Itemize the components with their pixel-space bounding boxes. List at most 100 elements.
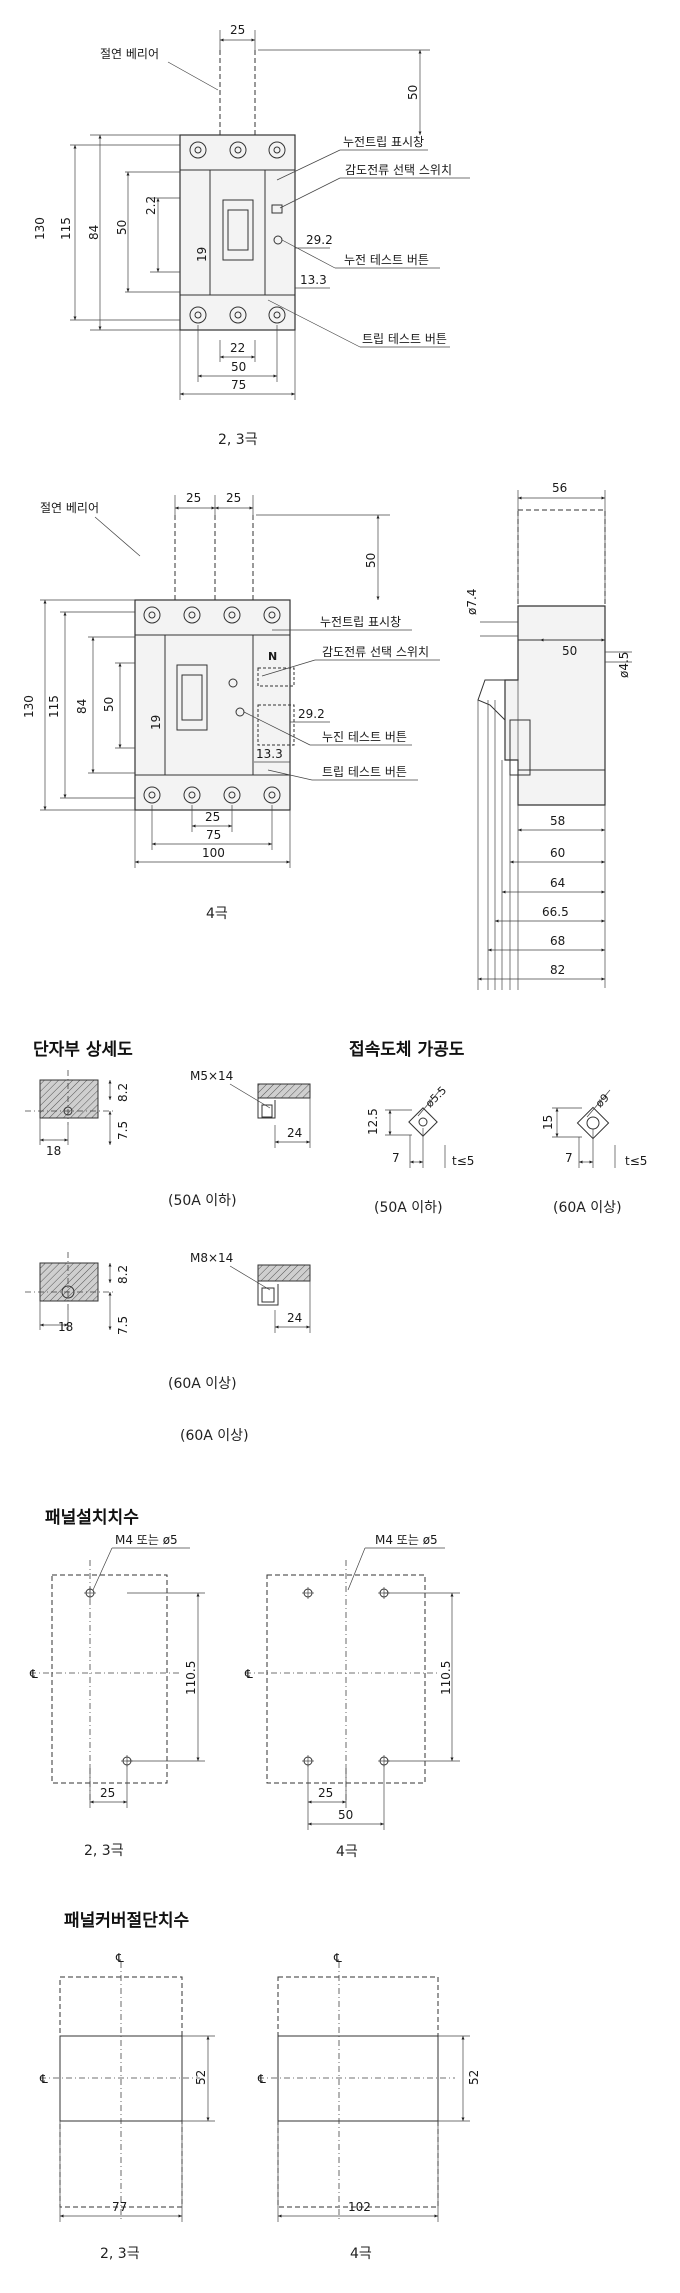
callout-sensitivity-switch: 감도전류 선택 스위치 bbox=[322, 645, 429, 659]
handle bbox=[176, 664, 208, 731]
caption-60a: (60A 이상) bbox=[553, 1200, 622, 1216]
dim-label: 24 bbox=[287, 1126, 302, 1140]
sensitivity-switch bbox=[271, 204, 283, 214]
dim-label: 50 bbox=[562, 644, 577, 658]
dim-label: 25 bbox=[205, 810, 220, 824]
dim-label: 18 bbox=[46, 1144, 61, 1158]
dim-label: 56 bbox=[552, 481, 567, 495]
dim-label: 102 bbox=[348, 2200, 371, 2214]
handle bbox=[222, 199, 254, 261]
screw-spec: M8×14 bbox=[190, 1251, 233, 1265]
dim-label: 75 bbox=[231, 378, 246, 392]
barrier-label: 절연 베리어 bbox=[100, 47, 159, 61]
dim-label: 25 bbox=[318, 1786, 333, 1800]
caption-50a: (50A 이하) bbox=[374, 1200, 443, 1216]
side-view: 56 ø7.4 50 ø4.5 58 60 64 66.5 68 82 bbox=[465, 481, 632, 990]
terminal-block-front bbox=[39, 1262, 99, 1302]
dim-label: 13.3 bbox=[300, 273, 327, 287]
hole-spec: M4 또는 ø5 bbox=[375, 1533, 438, 1547]
caption-3pole: 2, 3극 bbox=[218, 432, 258, 448]
caption-60a: (60A 이상) bbox=[168, 1376, 237, 1392]
connector-plate bbox=[576, 1106, 610, 1140]
hole-spec: M4 또는 ø5 bbox=[115, 1533, 178, 1547]
dim-label: ø7.4 bbox=[465, 589, 479, 615]
dim-label: 100 bbox=[202, 846, 225, 860]
dim-label: 25 bbox=[226, 491, 241, 505]
caption-4pole: 4극 bbox=[206, 906, 228, 922]
centerline-symbol: ℄ bbox=[244, 1667, 253, 1681]
caption-50a: (50A 이하) bbox=[168, 1193, 237, 1209]
front-view-3pole: 25 절연 베리어 50 130 bbox=[33, 23, 470, 448]
dim-label: 13.3 bbox=[256, 747, 283, 761]
heading-terminal: 단자부 상세도 bbox=[33, 1040, 133, 1060]
dim-label: 25 bbox=[100, 1786, 115, 1800]
dim-label: 18 bbox=[58, 1320, 73, 1334]
dim-label: 75 bbox=[206, 828, 221, 842]
dim-label: 29.2 bbox=[298, 707, 325, 721]
dim-label: 115 bbox=[47, 695, 61, 718]
dim-label: 50 bbox=[115, 220, 129, 235]
panel-installation: 패널설치치수 ℄ M4 또는 ø5 110.5 25 2, 3극 ℄ bbox=[29, 1508, 460, 1860]
neutral-mark: N bbox=[268, 650, 277, 663]
callout-trip-indicator: 누전트립 표시창 bbox=[320, 615, 401, 629]
dim-label: 77 bbox=[112, 2200, 127, 2214]
dim-label: 15 bbox=[541, 1115, 555, 1130]
dim-label: 19 bbox=[195, 247, 209, 262]
dim-label: 58 bbox=[550, 814, 565, 828]
dim-label: 7 bbox=[392, 1151, 400, 1165]
dim-label: 29.2 bbox=[306, 233, 333, 247]
terminal-block-front bbox=[39, 1079, 99, 1119]
dim-label: 82 bbox=[550, 963, 565, 977]
caption-4pole: 4극 bbox=[336, 1844, 358, 1860]
panel-cover-cutout: 패널커버절단치수 ℄ 52 77 2, 3극 ℄ ℄ ℄ 52 102 4극 bbox=[39, 1910, 481, 2262]
centerline-symbol: ℄ bbox=[29, 1667, 38, 1681]
cover-outline-4pole bbox=[277, 1976, 439, 2208]
connector-plate bbox=[408, 1107, 438, 1137]
dim-label: 7 bbox=[565, 1151, 573, 1165]
dim-label: 25 bbox=[186, 491, 201, 505]
dim-label: 110.5 bbox=[184, 1661, 198, 1695]
callout-trip-test: 트립 테스트 버튼 bbox=[322, 765, 407, 779]
dim-label: 52 bbox=[194, 2070, 208, 2085]
sensitivity-switch bbox=[228, 678, 238, 688]
caption-3pole: 2, 3극 bbox=[84, 1843, 124, 1859]
terminal-screws-top bbox=[143, 606, 281, 624]
connector-detail: 접속도체 가공도 ø5.5 12.5 7 t≤5 (50A 이하) ø9 15 … bbox=[349, 1040, 647, 1216]
dim-label: 22 bbox=[230, 341, 245, 355]
callout-sensitivity-switch: 감도전류 선택 스위치 bbox=[345, 163, 452, 177]
dim-label: 68 bbox=[550, 934, 565, 948]
callout-leak-test: 누전 테스트 버튼 bbox=[344, 253, 429, 267]
heading-connector: 접속도체 가공도 bbox=[349, 1040, 465, 1060]
dim-label: 7.5 bbox=[116, 1316, 130, 1335]
cover-cutout-4pole bbox=[277, 2035, 439, 2122]
terminal-screws-top bbox=[189, 141, 286, 159]
dim-label: 50 bbox=[338, 1808, 353, 1822]
dim-label: 64 bbox=[550, 876, 565, 890]
centerline-symbol: ℄ bbox=[115, 1951, 124, 1965]
dim-label: 50 bbox=[364, 553, 378, 568]
dim-label: 84 bbox=[87, 225, 101, 240]
callout-leak-test: 누진 테스트 버튼 bbox=[322, 730, 407, 744]
terminal-screws-bottom bbox=[143, 786, 281, 804]
dim-label: 60 bbox=[550, 846, 565, 860]
centerline-symbol: ℄ bbox=[257, 2072, 266, 2086]
screw-spec: M5×14 bbox=[190, 1069, 233, 1083]
dim-label: 115 bbox=[59, 217, 73, 240]
centerline-symbol: ℄ bbox=[39, 2072, 48, 2086]
dim-label: 19 bbox=[149, 715, 163, 730]
hole-diameter: ø9 bbox=[593, 1091, 612, 1110]
dim-label: ø4.5 bbox=[617, 652, 631, 678]
dim-label: 50 bbox=[231, 360, 246, 374]
dim-label: 110.5 bbox=[439, 1661, 453, 1695]
dim-label: 130 bbox=[33, 217, 47, 240]
callout-trip-indicator: 누전트립 표시창 bbox=[343, 135, 424, 149]
barrier-outline bbox=[517, 509, 606, 607]
terminal-detail: 단자부 상세도 8.2 7.5 18 M5×14 24 (50A 이하) 8.2… bbox=[25, 1040, 311, 1444]
caption-4pole: 4극 bbox=[350, 2246, 372, 2262]
terminal-block-side bbox=[257, 1264, 311, 1282]
front-view-4pole: 25 25 절연 베리어 50 N bbox=[22, 491, 440, 922]
dim-label: 24 bbox=[287, 1311, 302, 1325]
barrier-label: 절연 베리어 bbox=[40, 501, 99, 515]
thickness-label: t≤5 bbox=[625, 1154, 647, 1168]
